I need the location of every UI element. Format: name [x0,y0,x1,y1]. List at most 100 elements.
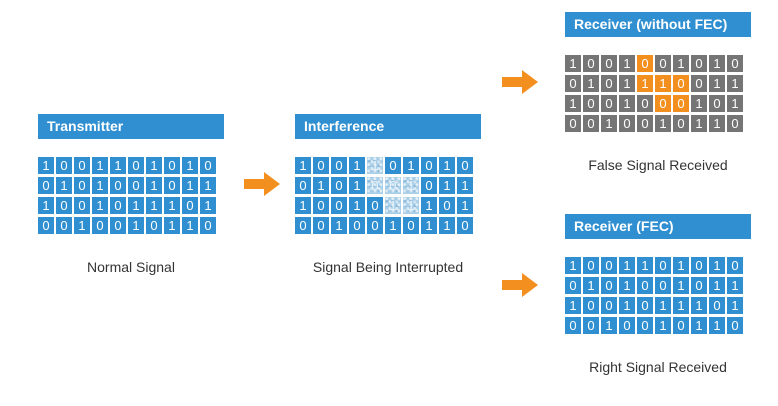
interference-title: Interference [295,114,481,139]
bit-cell: 1 [619,297,635,314]
bit-cell: 1 [403,177,419,194]
bit-cell: 1 [457,177,473,194]
bit-cell: 0 [74,157,90,174]
bit-cell: 1 [349,177,365,194]
bit-cell: 1 [727,277,743,294]
bit-cell: 0 [583,115,599,132]
bit-cell: 1 [92,157,108,174]
bit-cell: 0 [110,217,126,234]
receiver-fec-title: Receiver (FEC) [565,214,751,239]
bit-cell: 0 [565,317,581,334]
bit-cell: 1 [128,197,144,214]
bit-cell: 0 [146,217,162,234]
bit-cell: 0 [727,317,743,334]
bit-cell: 0 [655,55,671,72]
bit-cell: 0 [691,257,707,274]
bit-cell: 1 [295,157,311,174]
bit-cell: 1 [349,157,365,174]
bit-cell: 0 [691,277,707,294]
bit-cell: 0 [56,217,72,234]
bit-cell: 1 [128,217,144,234]
bit-cell: 1 [385,217,401,234]
bit-cell: 1 [110,157,126,174]
bit-cell: 0 [673,317,689,334]
bit-cell: 1 [439,157,455,174]
bit-cell: 1 [691,297,707,314]
bit-cell: 0 [110,197,126,214]
bit-cell: 0 [691,75,707,92]
bit-cell: 0 [367,197,383,214]
bit-cell: 0 [637,115,653,132]
bit-cell: 1 [655,75,671,92]
bit-cell: 1 [583,75,599,92]
bit-cell: 1 [403,157,419,174]
bit-cell: 1 [601,115,617,132]
bit-cell: 0 [583,55,599,72]
bit-cell: 0 [565,75,581,92]
bit-cell: 0 [727,115,743,132]
bit-cell: 0 [403,217,419,234]
bit-cell: 1 [691,317,707,334]
bit-cell: 0 [457,217,473,234]
bit-cell: 1 [295,197,311,214]
bit-cell: 0 [691,55,707,72]
bit-cell: 1 [182,217,198,234]
bit-cell: 0 [655,95,671,112]
arrow-right-icon [502,70,538,94]
bit-cell: 0 [709,95,725,112]
bit-cell: 0 [601,95,617,112]
bit-cell: 0 [673,75,689,92]
bit-cell: 1 [709,277,725,294]
bit-cell: 0 [295,217,311,234]
bit-cell: 0 [38,217,54,234]
bit-cell: 0 [565,115,581,132]
bit-cell: 1 [673,277,689,294]
bit-cell: 0 [583,317,599,334]
bit-cell: 1 [619,95,635,112]
bit-cell: 0 [38,177,54,194]
bit-cell: 0 [200,157,216,174]
bit-cell: 1 [565,257,581,274]
bit-cell: 1 [619,55,635,72]
bit-cell: 1 [619,257,635,274]
interference-caption: Signal Being Interrupted [312,259,464,275]
bit-cell: 0 [655,277,671,294]
bit-cell: 0 [331,177,347,194]
bit-cell: 0 [439,197,455,214]
arrow-right-icon [502,273,538,297]
bit-cell: 0 [56,157,72,174]
bit-cell: 1 [439,217,455,234]
bit-cell: 1 [146,157,162,174]
bit-cell: 1 [313,177,329,194]
bit-cell: 1 [655,317,671,334]
bit-cell: 1 [146,177,162,194]
transmitter-caption: Normal Signal [87,259,175,275]
bit-cell: 1 [673,257,689,274]
bit-cell: 1 [146,197,162,214]
receiver-fec-caption: Right Signal Received [589,359,727,375]
bit-cell: 0 [421,177,437,194]
bit-cell: 0 [727,55,743,72]
bit-cell: 0 [331,197,347,214]
bit-cell: 0 [349,217,365,234]
bit-cell: 0 [128,157,144,174]
bit-cell: 0 [619,317,635,334]
bit-cell: 1 [565,297,581,314]
bit-cell: 0 [637,297,653,314]
bit-cell: 0 [74,177,90,194]
bit-cell: 0 [331,157,347,174]
